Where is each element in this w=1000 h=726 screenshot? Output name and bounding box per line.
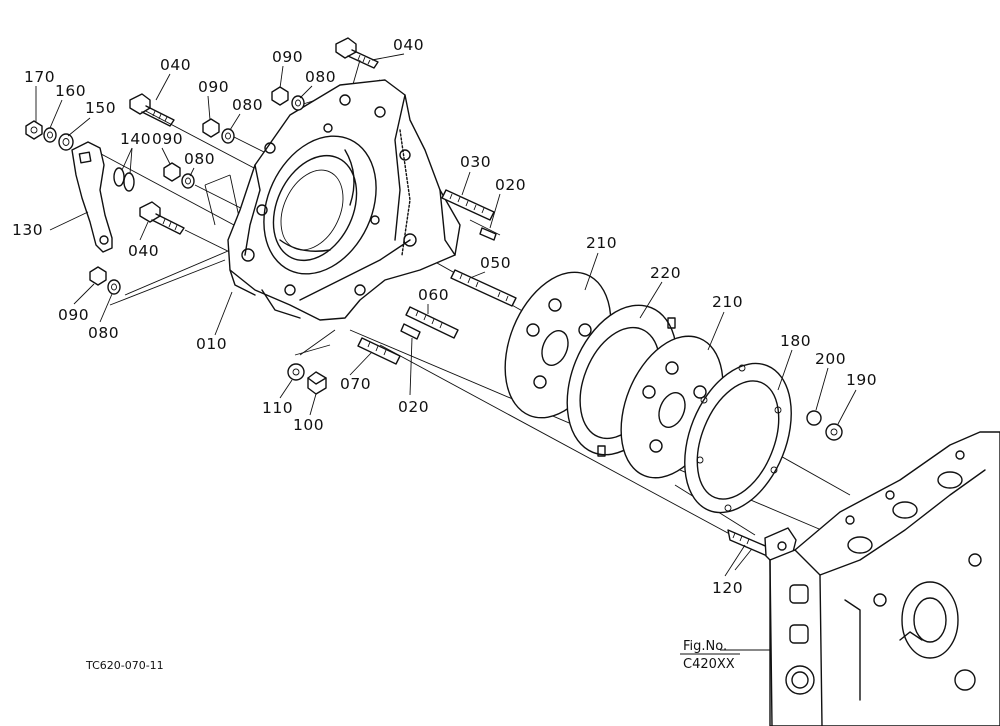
label-140: 140 (120, 130, 151, 148)
nut-090-mid (202, 118, 220, 138)
washer-080-left (181, 173, 195, 189)
nut-090-left (163, 162, 181, 182)
pin-020-bottom (400, 323, 421, 340)
washer-150 (58, 133, 74, 151)
label-120: 120 (712, 579, 743, 597)
label-030: 030 (460, 153, 491, 171)
washer-080-bottom (107, 279, 121, 295)
label-040-top-right: 040 (393, 36, 424, 54)
o-rings-140 (113, 167, 135, 192)
label-110: 110 (262, 399, 293, 417)
label-040-lower-left: 040 (128, 242, 159, 260)
label-150: 150 (85, 99, 116, 117)
label-050: 050 (480, 254, 511, 272)
transmission-case (769, 431, 1000, 726)
label-060: 060 (418, 286, 449, 304)
washer-080-mid (221, 128, 235, 144)
bolt-040-top-left (129, 93, 175, 127)
stud-030 (441, 189, 495, 221)
label-130: 130 (12, 221, 43, 239)
ball-200 (806, 410, 822, 426)
label-170: 170 (24, 68, 55, 86)
washer-190 (825, 423, 843, 441)
label-180: 180 (780, 332, 811, 350)
label-100: 100 (293, 416, 324, 434)
stud-050 (450, 269, 517, 307)
label-210-second: 210 (712, 293, 743, 311)
label-020-top: 020 (495, 176, 526, 194)
stud-060 (405, 306, 459, 339)
label-090-left: 090 (152, 130, 183, 148)
figure-ref-line1: Fig.No. (683, 639, 727, 654)
label-090-bottom: 090 (58, 306, 89, 324)
gear-housing-010 (227, 79, 461, 321)
lever-arm-130 (71, 141, 113, 253)
label-210-first: 210 (586, 234, 617, 252)
label-080-mid: 080 (232, 96, 263, 114)
label-160: 160 (55, 82, 86, 100)
label-220: 220 (650, 264, 681, 282)
gasket-180 (684, 362, 792, 514)
part-labels: 040 040 040 090 090 090 090 080 080 080 … (12, 36, 877, 597)
figure-reference: Fig.No. C420XX (680, 639, 740, 672)
label-020-bottom: 020 (398, 398, 429, 416)
plug-100 (307, 371, 327, 395)
nut-090-top (271, 86, 289, 106)
bolt-040-top-right (335, 37, 379, 69)
stud-070 (357, 337, 401, 365)
drawing-code: TC620-070-11 (85, 659, 164, 672)
label-leaders (35, 53, 857, 577)
nut-090-bottom (89, 266, 107, 286)
label-070: 070 (340, 375, 371, 393)
label-010: 010 (196, 335, 227, 353)
label-080-left: 080 (184, 150, 215, 168)
label-190: 190 (846, 371, 877, 389)
pin-020-top (479, 227, 497, 241)
label-200: 200 (815, 350, 846, 368)
label-080-top: 080 (305, 68, 336, 86)
washer-110 (287, 363, 305, 381)
nut-170 (25, 120, 43, 140)
washer-160 (43, 127, 57, 143)
label-080-bottom: 080 (88, 324, 119, 342)
bolt-040-lower-left (139, 201, 185, 235)
washer-080-top (291, 95, 305, 111)
label-090-mid: 090 (198, 78, 229, 96)
label-040-top-left: 040 (160, 56, 191, 74)
label-090-top: 090 (272, 48, 303, 66)
figure-ref-line2: C420XX (683, 657, 735, 672)
